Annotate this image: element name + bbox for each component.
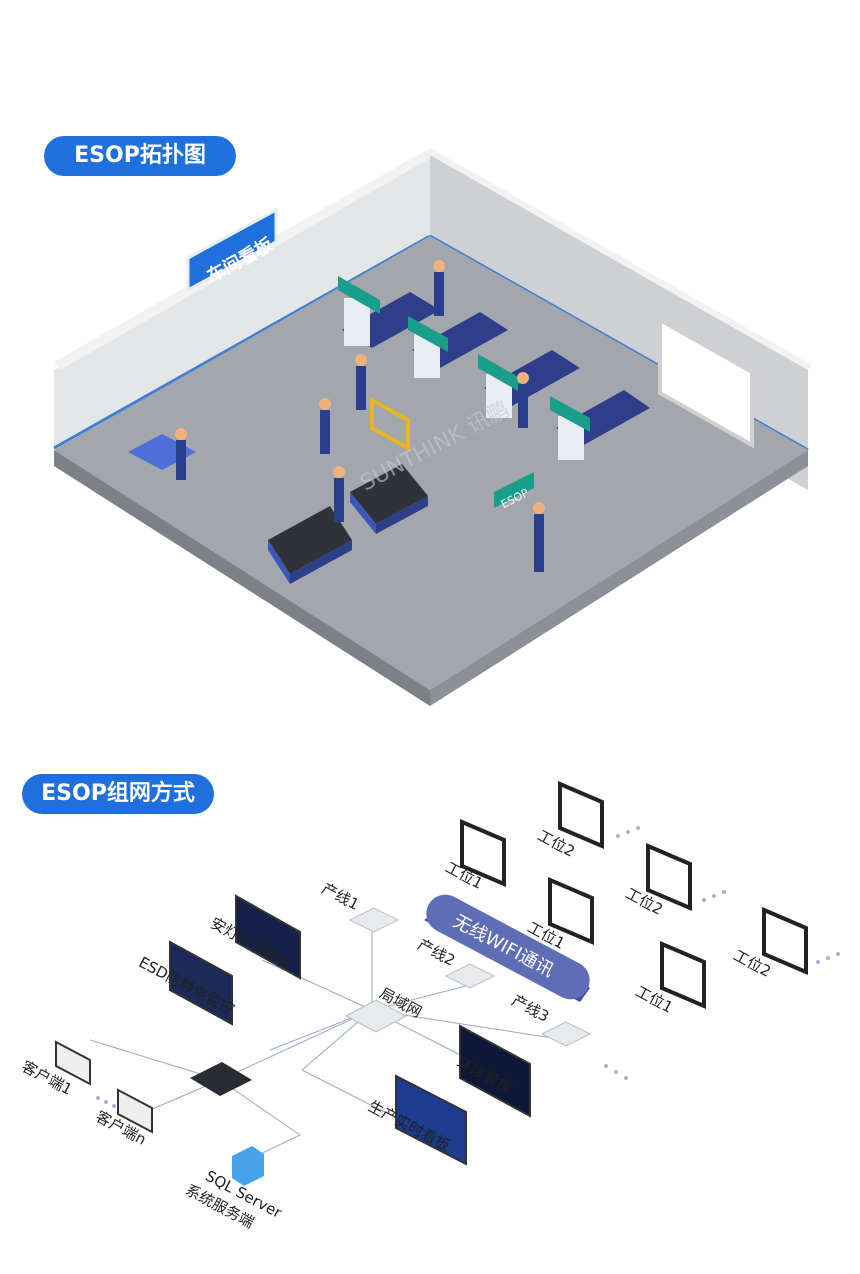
wifi-badge: 无线WIFI通讯 [424,894,590,1002]
production-board-label: 生产实时看板 [365,1097,453,1155]
andon-board [235,894,301,980]
esd-board [169,940,233,1026]
assembly-machines [342,292,650,460]
line2-label: 产线2 [415,935,458,969]
esop-sign-1 [338,276,380,314]
station-tablets [460,780,808,1010]
station-label-4: 工位2 [622,884,665,918]
lan-label: 局域网 [376,984,424,1021]
station-label-6: 工位2 [730,946,773,980]
esop-sign-4 [550,396,590,432]
switch-line3 [540,1021,592,1047]
clientn-label: 客户端n [93,1107,150,1148]
cnc-machines [268,464,428,584]
server-label-2: 系统服务端 [182,1181,257,1232]
workshop-illustration: 车间看板 ESOP SUNTHINK [53,148,812,706]
topology-title-pill: ESOP拓扑图 [44,136,236,176]
switch-line1 [348,907,400,933]
database-server [232,1146,264,1186]
switch-line2 [444,963,496,989]
station-label-1: 工位1 [442,858,485,892]
client-laptops [55,1040,153,1134]
station-label-3: 工位1 [524,918,567,952]
env-board [459,1024,531,1118]
line3-label: 产线3 [509,991,552,1025]
server-label-1: SQL Server [202,1167,285,1223]
wifi-text: 无线WIFI通讯 [449,911,557,982]
left-wall [54,155,430,450]
core-router [190,1062,252,1096]
workshop-floor [54,236,808,690]
env-board-label: 环境看板 [454,1054,515,1098]
esop-sign-3 [478,354,520,392]
station-label-2: 工位2 [534,826,577,860]
connection-lines [89,930,566,1161]
client1-label: 客户端1 [19,1057,76,1099]
station-label-5: 工位1 [632,982,675,1016]
esop-sign-2 [408,316,448,352]
lan-switch [344,999,408,1033]
more-dots [96,826,840,1108]
line1-label: 产线1 [319,879,362,913]
esd-board-label: ESD防静电监控 [136,953,238,1018]
workers [175,260,545,572]
production-board [395,1074,467,1166]
topology-title: ESOP拓扑图 [74,143,206,168]
network-title-pill: ESOP组网方式 [22,774,214,814]
pallet-jack [370,396,410,452]
doorway [658,316,754,449]
network-title: ESOP组网方式 [41,781,195,806]
andon-board-label: 安灯呼叫看板 [208,914,296,972]
